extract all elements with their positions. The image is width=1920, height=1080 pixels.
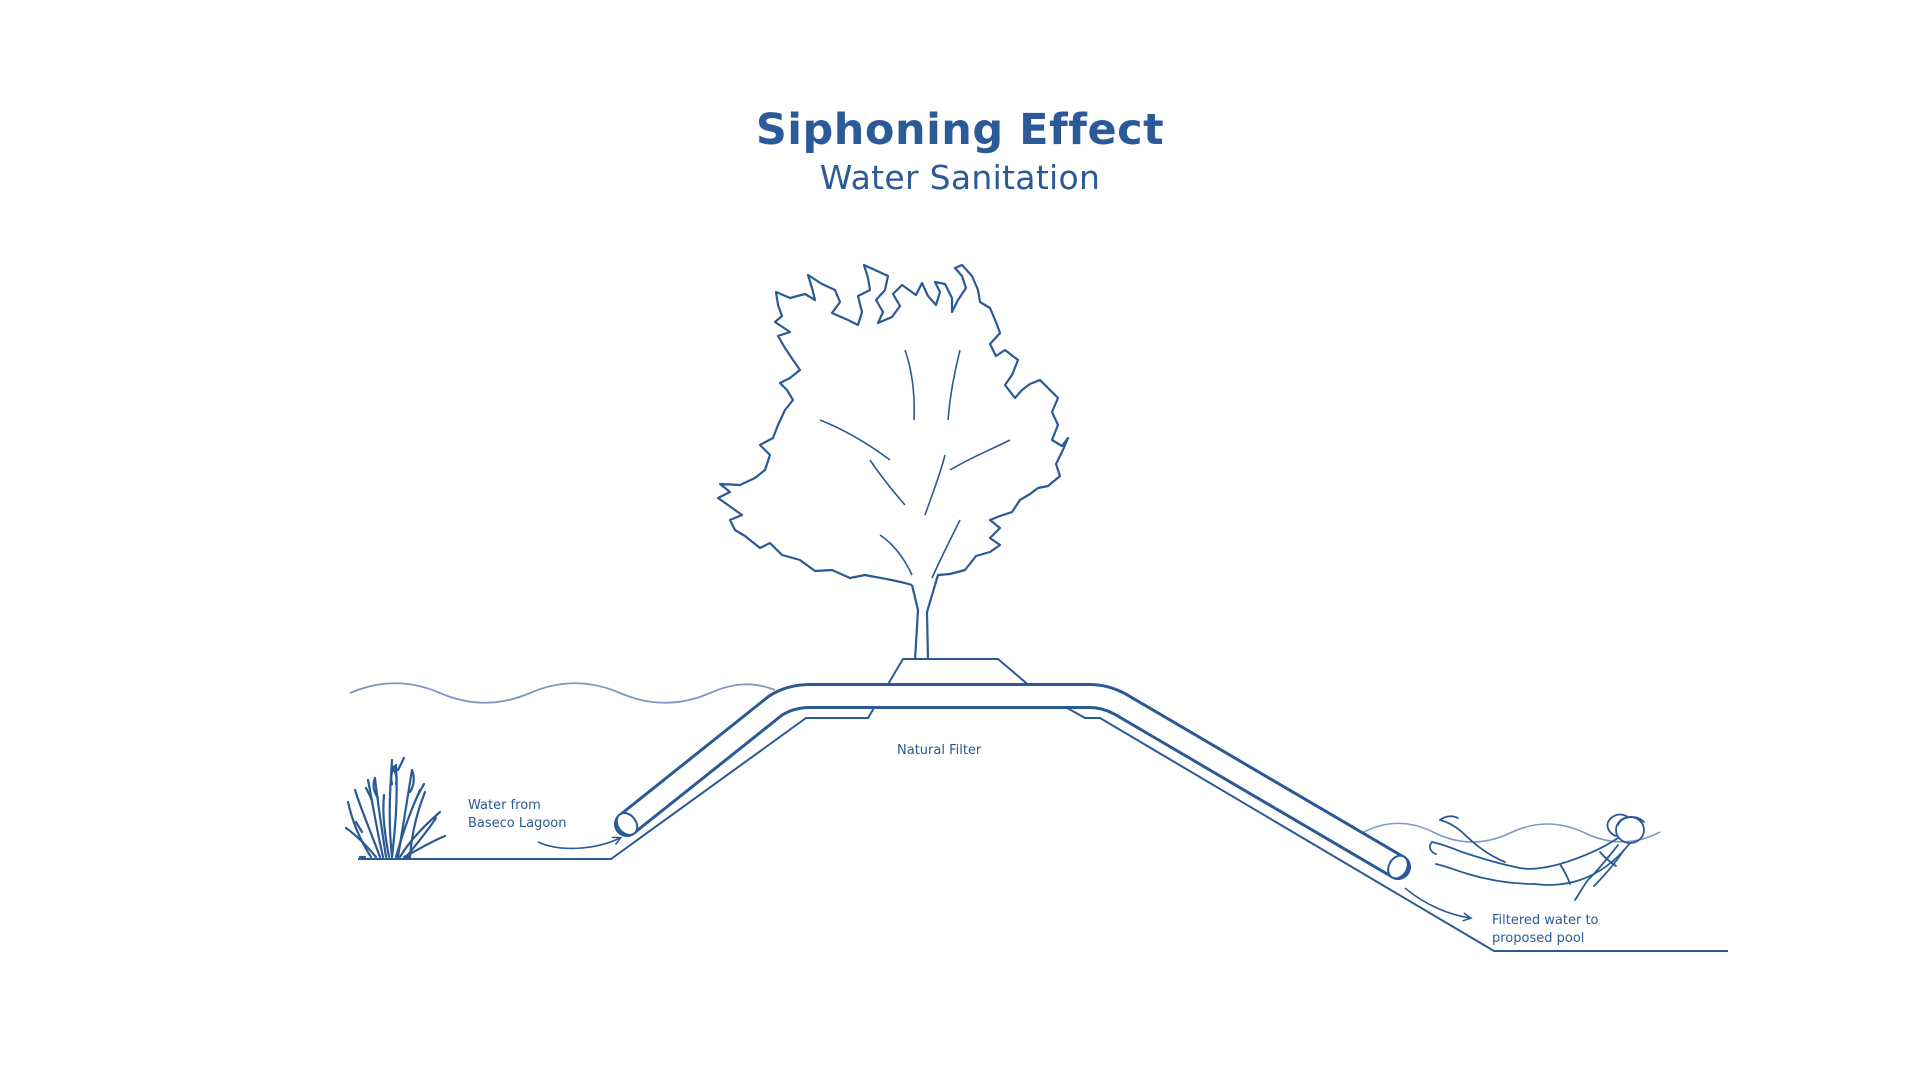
pipe-inlet xyxy=(615,812,639,836)
swimmer-icon xyxy=(1429,813,1645,901)
output-label: Filtered water to proposed pool xyxy=(1492,912,1599,948)
output-label-line2: proposed pool xyxy=(1492,931,1585,946)
source-label: Water from Baseco Lagoon xyxy=(468,797,567,833)
natural-filter-label: Natural Filter xyxy=(897,743,982,758)
outflow-arrow xyxy=(1404,887,1470,918)
pool-water-surface xyxy=(1359,822,1661,843)
siphon-pipe-inner xyxy=(617,686,1408,877)
source-label-line1: Water from xyxy=(468,798,541,813)
source-label-line2: Baseco Lagoon xyxy=(468,816,567,831)
diagram-subtitle: Water Sanitation xyxy=(819,158,1101,197)
output-label-line1: Filtered water to xyxy=(1492,913,1599,928)
inflow-arrow xyxy=(537,838,620,850)
lagoon-water-surface xyxy=(349,682,776,704)
pipe-outlet xyxy=(1387,854,1409,880)
reeds-icon xyxy=(344,756,447,859)
diagram-title: Siphoning Effect xyxy=(755,105,1165,155)
tree-icon xyxy=(716,263,1070,661)
